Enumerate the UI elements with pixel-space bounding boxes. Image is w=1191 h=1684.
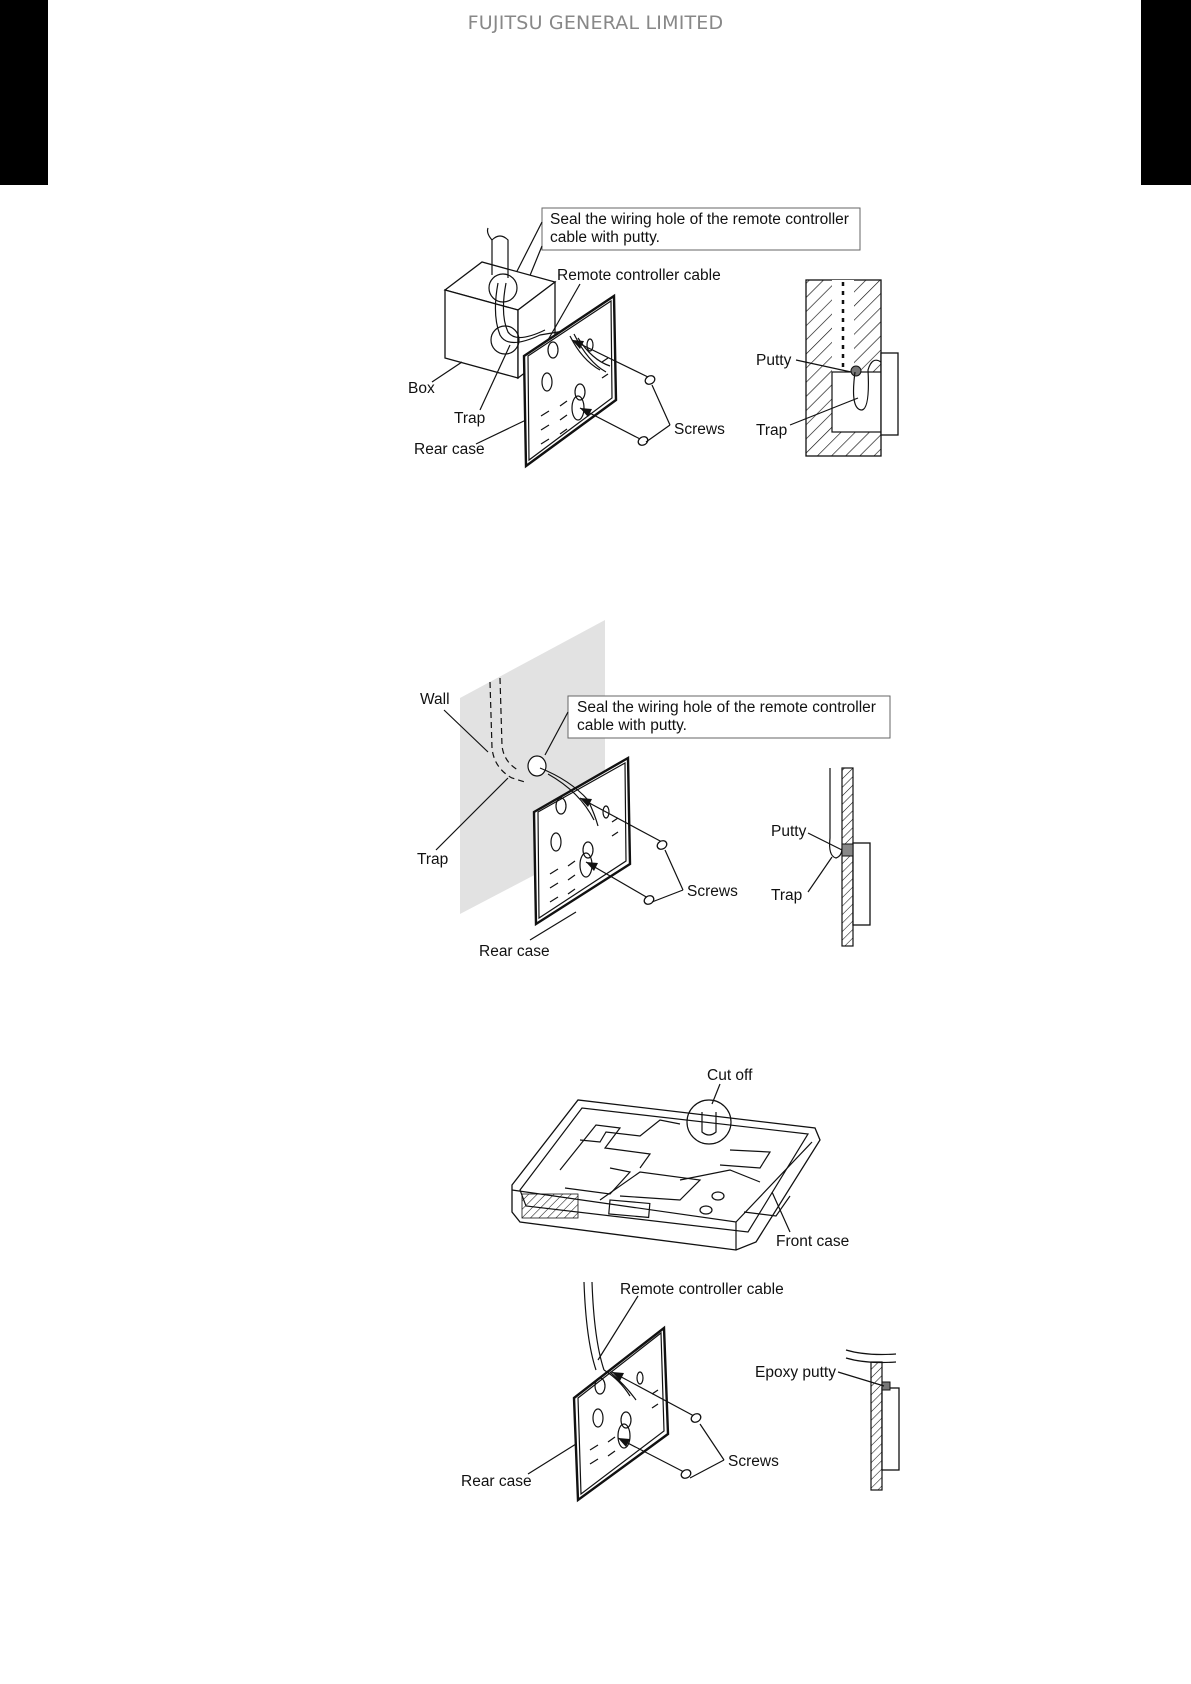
rear-case-1: [522, 293, 618, 469]
label-screws: Screws: [674, 421, 725, 438]
figure-1: Seal the wiring hole of the remote contr…: [408, 207, 899, 469]
page-tab-left: [0, 0, 48, 185]
label-wall: Wall: [420, 691, 450, 708]
label-cut-off: Cut off: [707, 1067, 753, 1084]
page-tab-right: [1141, 0, 1191, 185]
putty-seal-2: [527, 755, 547, 777]
detail-section-2: [829, 767, 871, 947]
label-remote-controller-cable: Remote controller cable: [557, 267, 721, 284]
cut-off-circle: [686, 1099, 732, 1145]
rear-case-4: [572, 1325, 670, 1503]
callout-box: [541, 207, 861, 251]
callout2-line-1: Seal the wiring hole of the remote contr…: [577, 699, 876, 716]
box-hole-bottom: [490, 325, 520, 355]
detail-section-4: [845, 1349, 900, 1491]
label-epoxy-putty: Epoxy putty: [755, 1364, 836, 1381]
label-rear-case-2: Rear case: [479, 943, 550, 960]
screws-4: [611, 1371, 725, 1479]
figure-4: Remote controller cable Screws Rear case…: [461, 1281, 900, 1503]
label-front-case: Front case: [776, 1233, 849, 1250]
label-putty-2: Putty: [771, 823, 807, 840]
label-screws-2: Screws: [687, 883, 738, 900]
label-box: Box: [408, 380, 435, 397]
label-trap: Trap: [454, 410, 485, 427]
callout-box-2: [567, 695, 891, 739]
label-trap-2: Trap: [417, 851, 448, 868]
label-trap-detail-2: Trap: [771, 887, 802, 904]
callout-line-1: Seal the wiring hole of the remote contr…: [550, 211, 849, 228]
label-putty: Putty: [756, 352, 792, 369]
rear-case-2: [532, 755, 632, 927]
callout-line-2: cable with putty.: [550, 229, 660, 246]
screws-2: [579, 797, 684, 905]
callout2-line-2: cable with putty.: [577, 717, 687, 734]
company-header: FUJITSU GENERAL LIMITED: [467, 12, 724, 34]
front-grille: [521, 1193, 579, 1219]
screws-1: [571, 339, 671, 446]
figure-3: Cut off Front case: [511, 1067, 849, 1251]
label-screws-4: Screws: [728, 1453, 779, 1470]
detail-section-1: [805, 279, 899, 457]
label-rear-case: Rear case: [414, 441, 485, 458]
label-remote-controller-cable-4: Remote controller cable: [620, 1281, 784, 1298]
figure-2: Seal the wiring hole of the remote contr…: [417, 620, 891, 960]
label-rear-case-4: Rear case: [461, 1473, 532, 1490]
label-trap-detail: Trap: [756, 422, 787, 439]
